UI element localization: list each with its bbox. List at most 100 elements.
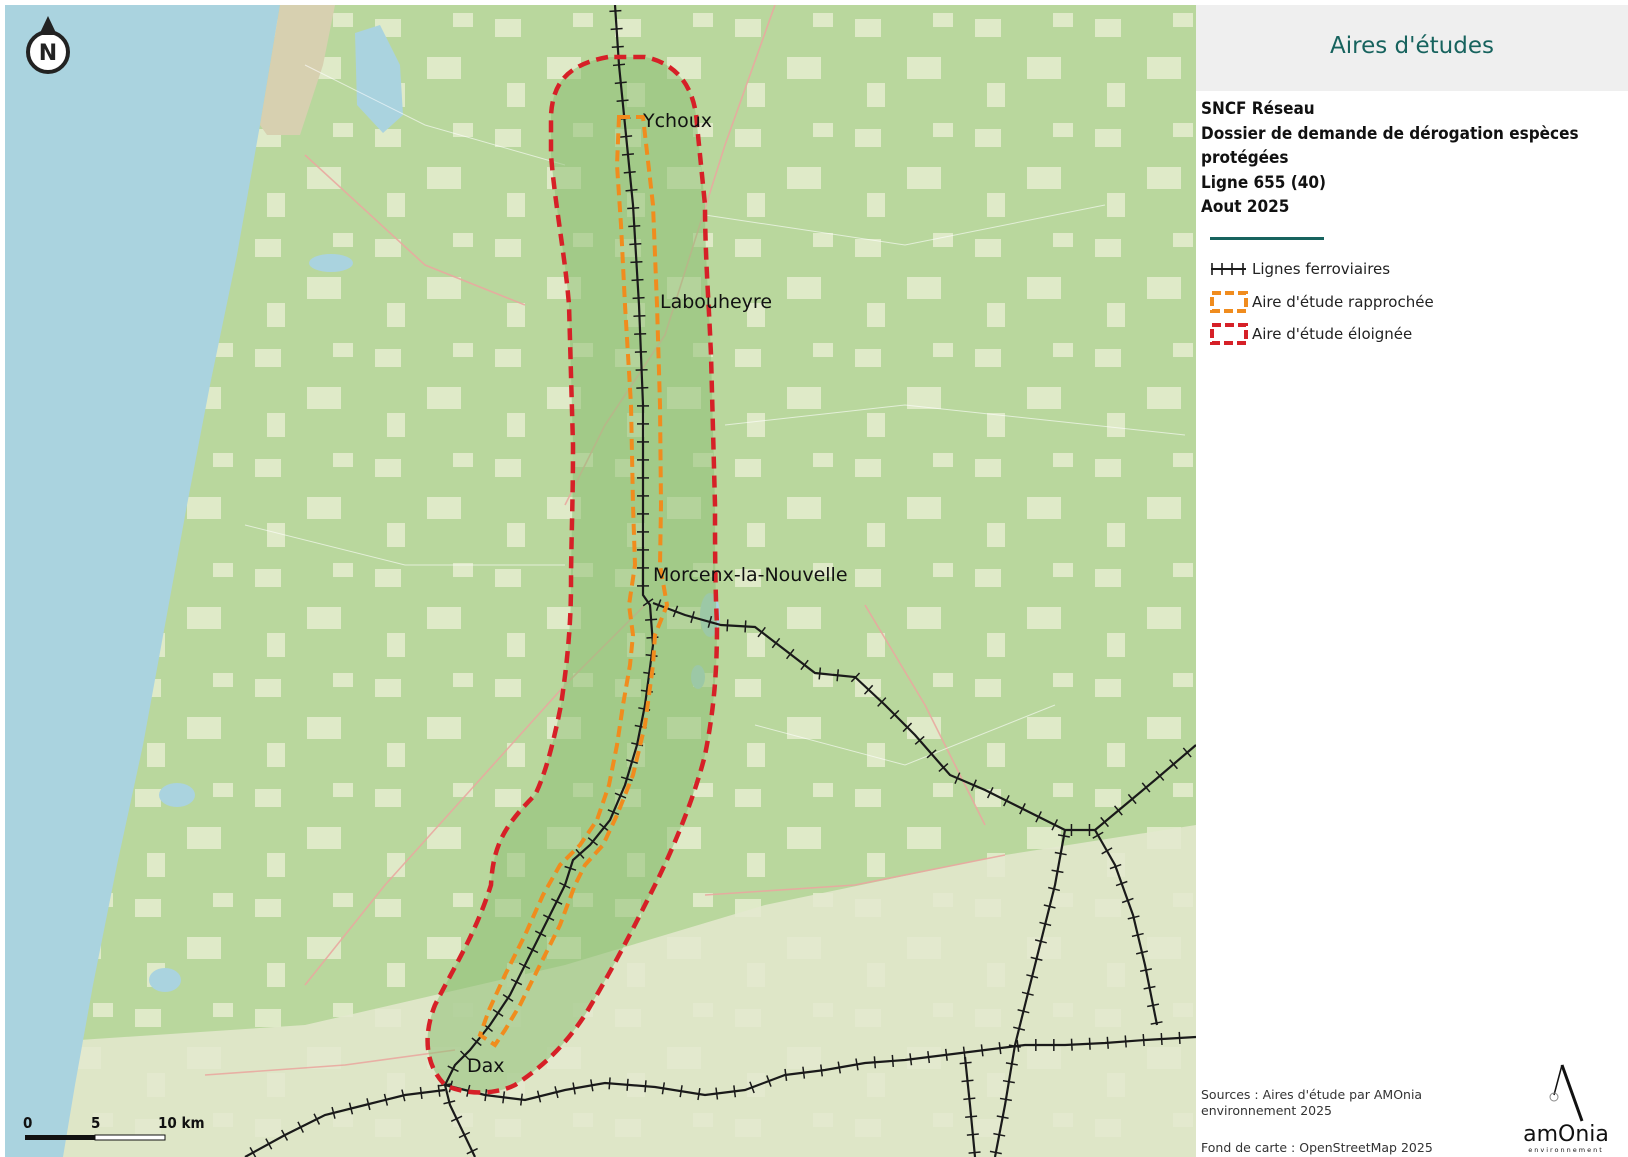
railway-tick [970,779,977,792]
railway-tick [458,1131,471,1139]
north-arrow-icon: N [26,16,70,74]
railway-tick [800,659,809,671]
railway-tick [1002,1079,1015,1084]
railway-tick [459,1050,470,1061]
meta-line: Ligne 655 (40) [1201,172,1327,193]
railway-tick [526,946,539,954]
railway-line-icon [1211,263,1246,275]
railway-tick [873,1056,877,1069]
railway-line-south [993,829,1067,1157]
railway-tick [965,1115,978,1119]
railway-tick [1005,1062,1018,1066]
railway-tick [1135,950,1149,955]
railway-tick [1035,811,1042,823]
railway-tick [611,45,624,49]
railway-tick [249,1146,257,1157]
town-label-dax: Dax [467,1055,505,1077]
railway-tick [784,1068,788,1081]
railway-line-southwest [444,1035,1196,1102]
map-view[interactable]: Ychoux Labouheyre Morcenx-la-Nouvelle Da… [5,5,1196,1157]
railway-tick [963,1097,976,1101]
railway-tick [383,1093,389,1106]
railway-tick [655,599,662,611]
railway-tick [471,1037,482,1047]
railway-tick [612,63,626,67]
railway-tick [620,776,633,782]
railway-tick [672,605,679,618]
legend-item-far-study-area: Aire d'étude éloignée [1210,322,1412,346]
railway-line-west [244,1088,446,1157]
railway-tick [855,1058,859,1071]
town-label-labouheyre: Labouheyre [660,291,772,313]
map-canvas[interactable]: Ychoux Labouheyre Morcenx-la-Nouvelle Da… [5,5,1196,1157]
railway-tick [1139,968,1153,972]
railway-tick [1030,956,1043,962]
railway-tick [627,207,640,210]
railway-tick [749,1081,755,1094]
railway-tick [1054,851,1067,856]
railway-tick [1013,1026,1026,1031]
railway-tick [628,225,641,228]
divider [1210,237,1324,240]
railway-tick [366,1098,371,1111]
railway-tick [518,962,531,970]
lake [355,25,403,133]
railway-tick [1051,869,1064,874]
railway-tick [961,1079,974,1083]
railway-tick [1131,932,1144,938]
railway-tick [891,1054,894,1067]
logo-subtitle: environnement [1528,1146,1604,1154]
railway-tick [744,620,747,633]
railway-tick [1057,834,1070,838]
railway-tick [820,1064,823,1077]
railway-tick [401,1089,406,1102]
railway-tick [587,837,599,846]
railway-tick [502,1091,506,1104]
railway-tick [1070,1038,1073,1051]
railway-tick [519,1093,523,1106]
scale-label-0: 0 [23,1114,32,1132]
railway-tick [1142,1034,1145,1047]
railway-tick [902,722,913,733]
railway-tick [1088,1037,1091,1050]
railway-tick [1160,1032,1163,1046]
panel-header: Aires d'études [1196,5,1628,91]
railway-tick [492,1008,504,1017]
railway-tick [889,709,900,720]
railway-tick [443,1100,456,1105]
railway-tick [989,1150,1002,1155]
railway-tick [661,1082,666,1095]
railway-tick [447,1065,459,1073]
railway-tick [697,1087,701,1101]
railway-tick [707,615,713,628]
railway-tick [559,882,571,889]
map-metadata: SNCF Réseau Dossier de demande de déroga… [1201,97,1621,220]
railway-tick [1019,803,1026,815]
railway-tick [620,135,633,138]
railway-tick [542,914,555,921]
railway-tick [980,1044,984,1057]
railway-ticks [249,9,1192,1157]
railway-tick [614,792,627,799]
minor-roads [244,64,1186,766]
railway-tick [1127,793,1137,805]
town-label-ychoux: Ychoux [642,110,712,132]
railway-tick [733,1085,737,1098]
legend-item-near-study-area: Aire d'étude rapprochée [1210,290,1434,314]
railway-tick [1039,921,1052,927]
lake [149,968,181,992]
railway-tick [645,618,658,621]
railway-tick [572,1082,576,1095]
railway-tick [1147,1003,1160,1008]
railway-tick [954,772,961,784]
railway-tick [863,684,874,695]
railway-tick [534,930,547,938]
dashed-box-orange-icon [1210,291,1248,313]
railway-tick [437,1084,441,1097]
railway-tick [850,672,861,683]
railway-tick [1141,782,1151,793]
railway-tick [331,1106,336,1119]
railway-tick [629,242,642,246]
railway-tick [726,619,729,632]
railway-tick [927,1051,931,1064]
